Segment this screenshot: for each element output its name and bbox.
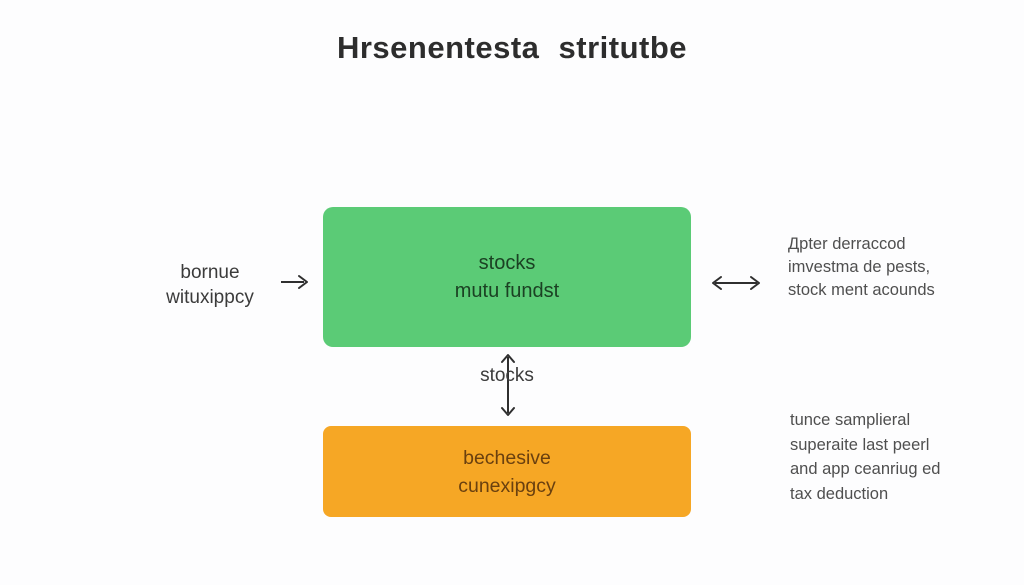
left-source-label: bornue wituxippcy [125,260,295,310]
right-top-note: Дpter derraccod imvestma de pests, stock… [788,233,935,302]
right-top-note-line1: Дpter derraccod [788,235,906,253]
green-node-line2: mutu fundst [454,280,560,302]
right-top-note-line3: stock ment acounds [788,281,935,299]
orange-node-line2: cunexipgcy [458,474,556,497]
right-bottom-note-line3: and app ceanriug ed [790,460,941,478]
right-bottom-note: tunce samplieral superaite last peerl an… [790,408,940,506]
double-arrow-horizontal-icon [710,273,762,293]
green-node: stocks mutu fundst [323,207,691,347]
orange-node: bechesive cunexipgcy [323,426,691,517]
right-bottom-note-line4: tax deduction [790,484,889,503]
left-source-label-line2: wituxippcy [166,287,254,308]
right-top-note-line2: imvestma de pests, [788,258,931,276]
left-source-label-line1: bornue [180,262,240,283]
page-title: Hrsenentesta stritutbe [336,30,688,65]
vertical-arrow-label: stocks [480,365,534,386]
right-bottom-note-line1: tunce samplieral [790,411,911,429]
double-arrow-vertical-icon [498,353,518,417]
orange-node-line1: bechesive [463,446,551,469]
green-node-line1: stocks [478,252,536,274]
right-bottom-note-line2: superaite last peerl [790,435,930,454]
right-arrow-icon [280,272,310,292]
